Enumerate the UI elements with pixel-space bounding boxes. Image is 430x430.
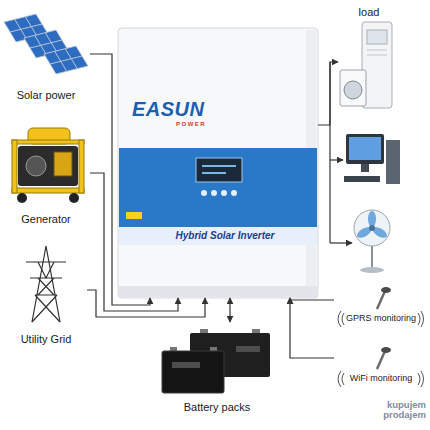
- power-connector: [290, 298, 334, 300]
- brand-logo: EASUN: [132, 98, 205, 120]
- inverter-housing: [118, 28, 318, 298]
- inverter-body: [118, 28, 318, 298]
- generator-part: [54, 152, 72, 176]
- keyboard: [344, 176, 380, 182]
- pc-tower: [386, 140, 400, 184]
- inverter-blue-band: [119, 148, 317, 227]
- generator-frame: [79, 140, 84, 193]
- watermark: kupujem prodajem: [366, 400, 426, 420]
- washing-machine: [340, 70, 366, 106]
- monitor-node: WiFi monitoring: [334, 345, 428, 399]
- generator-wheel: [17, 193, 27, 203]
- node-label: load: [359, 5, 380, 19]
- product-name: Hybrid Solar Inverter: [176, 230, 275, 242]
- fan-icon: [354, 210, 390, 273]
- solar-panel-icon: [4, 14, 88, 74]
- source-node: Utility Grid: [5, 240, 87, 348]
- fan-hub: [369, 225, 375, 231]
- sensor-cap: [381, 347, 391, 353]
- fan-base: [360, 267, 384, 273]
- signal-waves: [338, 311, 424, 387]
- battery-node: Battery packs: [152, 322, 282, 418]
- sensor-stake: [377, 291, 385, 309]
- warning-sticker: [126, 212, 142, 219]
- power-connector: [229, 298, 230, 322]
- power-connector: [90, 173, 178, 311]
- solar-panel: [44, 46, 88, 74]
- battery-terminal: [210, 347, 217, 351]
- fan-blade: [368, 211, 376, 227]
- computer-icon: [344, 134, 400, 184]
- appliance-icon: [340, 22, 392, 108]
- inverter-bottom: [119, 286, 317, 297]
- battery-terminal: [170, 347, 177, 351]
- node-label: Utility Grid: [21, 332, 72, 346]
- load-node: load: [338, 3, 400, 110]
- load-wire: [330, 242, 352, 243]
- power-connector: [318, 62, 338, 125]
- generator-part: [26, 156, 46, 176]
- battery-icon: [162, 329, 270, 393]
- fan-guard: [354, 210, 390, 246]
- monitor: [346, 134, 384, 164]
- battery-terminal: [252, 329, 260, 333]
- washer-door: [344, 81, 362, 99]
- panel-grid: [30, 40, 62, 48]
- label-box: kupujem prodajem: [366, 400, 426, 420]
- node-label: Generator: [21, 212, 71, 226]
- sensor-stake: [377, 351, 385, 369]
- inverter-name-strip: [119, 227, 317, 245]
- lcd-segment: [202, 172, 226, 174]
- ac-vent: [367, 55, 387, 56]
- battery-terminal: [200, 329, 208, 333]
- inverter-button: [221, 190, 227, 196]
- node-label: GPRS monitoring: [346, 313, 416, 324]
- brand-logo: POWER: [176, 120, 206, 128]
- generator-frame: [12, 188, 84, 193]
- ac-vent: [367, 50, 387, 51]
- generator-icon: [12, 128, 84, 203]
- pylon-icon: [26, 246, 66, 322]
- generator-engine: [18, 146, 78, 186]
- generator-wheel: [69, 193, 79, 203]
- generator-frame: [12, 140, 84, 144]
- battery-sticker: [236, 346, 260, 352]
- node-label: Solar power: [17, 88, 76, 102]
- monitor-screen: [349, 137, 381, 160]
- inverter-lcd: [196, 158, 242, 182]
- power-connector: [290, 298, 334, 358]
- source-node: Solar power: [2, 4, 90, 104]
- sensor-cap: [381, 287, 391, 293]
- power-connector: [87, 290, 205, 317]
- sensor-icon: [377, 287, 391, 369]
- monitor-stand: [361, 164, 369, 172]
- lcd-segment: [202, 165, 236, 167]
- monitor-node: GPRS monitoring: [334, 285, 428, 339]
- load-wires: [330, 62, 352, 243]
- signal-wave: [338, 311, 424, 327]
- ac-vent: [367, 30, 387, 44]
- pylon-arms: [26, 262, 66, 322]
- inverter-button: [201, 190, 207, 196]
- inverter-button: [211, 190, 217, 196]
- battery: [162, 351, 224, 393]
- signal-wave: [338, 371, 424, 387]
- panel-grid: [50, 56, 82, 64]
- node-label: WiFi monitoring: [350, 373, 413, 384]
- pylon-legs: [32, 246, 60, 322]
- source-node: Generator: [2, 118, 90, 228]
- fan-pole: [371, 246, 373, 268]
- power-connector: [90, 54, 150, 305]
- generator-frame: [12, 140, 17, 193]
- load-wire: [330, 159, 343, 160]
- panel-grid: [10, 24, 42, 32]
- inverter-node: EASUNPOWER Hybrid Solar Inverter: [118, 28, 318, 298]
- battery-sticker: [172, 362, 200, 368]
- inverter-button: [231, 190, 237, 196]
- node-label: Battery packs: [184, 400, 251, 414]
